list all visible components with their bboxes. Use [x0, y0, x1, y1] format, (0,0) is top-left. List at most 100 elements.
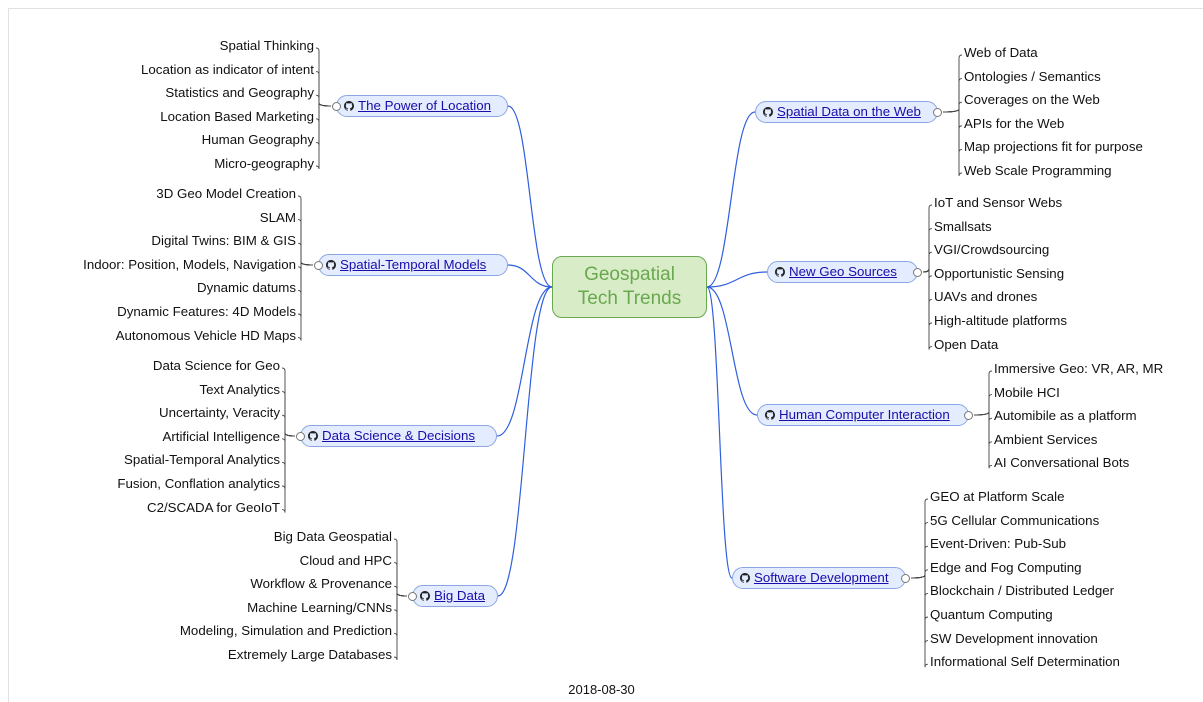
- branch-link-sources[interactable]: New Geo Sources: [789, 264, 897, 279]
- leaf-item[interactable]: Dynamic datums: [196, 280, 296, 296]
- branch-web[interactable]: Spatial Data on the Web: [755, 101, 942, 123]
- leaf-item[interactable]: APIs for the Web: [964, 115, 1065, 131]
- bracket-line: [393, 562, 408, 597]
- branch-dsd[interactable]: Data Science & Decisions: [296, 425, 497, 447]
- bracket-line: [315, 71, 332, 107]
- central-topic[interactable]: Geospatial Tech Trends: [552, 256, 707, 318]
- branch-stm[interactable]: Spatial-Temporal Models: [314, 254, 508, 276]
- leaf-item[interactable]: Dynamic Features: 4D Models: [117, 304, 296, 319]
- branch-link-hci[interactable]: Human Computer Interaction: [779, 407, 950, 422]
- leaf-item[interactable]: Artificial Intelligence: [162, 428, 280, 444]
- collapse-toggle[interactable]: [901, 574, 910, 583]
- collapse-toggle[interactable]: [408, 592, 417, 601]
- branch-hci[interactable]: Human Computer Interaction: [757, 404, 973, 426]
- connector-line: [706, 111, 756, 288]
- leaf-item[interactable]: Text Analytics: [199, 381, 280, 397]
- central-topic-line1: Geospatial: [584, 264, 675, 285]
- leaf-item[interactable]: Extremely Large Databases: [227, 647, 392, 662]
- leaf-item[interactable]: Human Geography: [201, 132, 314, 148]
- leaf-item[interactable]: Web Scale Programming: [964, 163, 1112, 178]
- branch-power[interactable]: The Power of Location: [332, 95, 508, 117]
- leaf-item[interactable]: Open Data: [934, 336, 999, 352]
- github-icon: [763, 107, 773, 117]
- bracket-line: [281, 432, 296, 513]
- leaf-item[interactable]: Blockchain / Distributed Ledger: [930, 583, 1115, 599]
- leaf-item[interactable]: C2/SCADA for GeoIoT: [146, 499, 280, 515]
- branch-sources[interactable]: New Geo Sources: [767, 261, 922, 283]
- leaf-item[interactable]: Workflow & Provenance: [250, 576, 392, 592]
- leaf-item[interactable]: UAVs and drones: [934, 289, 1038, 305]
- branch-bigdata[interactable]: Big Data: [408, 585, 498, 607]
- branch-link-web[interactable]: Spatial Data on the Web: [777, 104, 921, 119]
- branch-link-swdev[interactable]: Software Development: [754, 570, 889, 585]
- collapse-toggle[interactable]: [296, 432, 305, 441]
- leaf-item[interactable]: Modeling, Simulation and Prediction: [179, 623, 392, 639]
- branch-link-stm[interactable]: Spatial-Temporal Models: [340, 257, 487, 272]
- leaf-item[interactable]: 3D Geo Model Creation: [156, 186, 296, 201]
- central-topic-line2: Tech Trends: [577, 288, 682, 309]
- date-stamp: 2018-08-30: [568, 682, 635, 697]
- leaf-item[interactable]: Spatial Thinking: [219, 38, 314, 53]
- leaf-item[interactable]: Quantum Computing: [930, 607, 1053, 622]
- leaf-item[interactable]: Big Data Geospatial: [273, 529, 392, 544]
- bracket-line: [281, 367, 296, 437]
- leaf-item[interactable]: Mobile HCI: [994, 384, 1060, 400]
- leaf-item[interactable]: High-altitude platforms: [934, 313, 1068, 328]
- leaf-item[interactable]: Location as indicator of intent: [141, 61, 314, 77]
- leaf-item[interactable]: Uncertainty, Veracity: [159, 405, 280, 421]
- connector-line: [507, 105, 553, 288]
- bracket-line: [922, 228, 933, 273]
- bracket-line: [297, 195, 314, 266]
- branch-link-bigdata[interactable]: Big Data: [434, 588, 485, 603]
- leaf-item[interactable]: Automibile as a platform: [994, 408, 1137, 424]
- leaf-item[interactable]: Fusion, Conflation analytics: [117, 476, 280, 491]
- leaf-item[interactable]: SLAM: [259, 209, 296, 225]
- leaf-item[interactable]: Coverages on the Web: [964, 92, 1100, 108]
- github-icon: [344, 101, 354, 111]
- leaf-item[interactable]: Autonomous Vehicle HD Maps: [115, 327, 296, 343]
- branch-link-power[interactable]: The Power of Location: [358, 98, 492, 113]
- leaf-item[interactable]: Spatial-Temporal Analytics: [124, 452, 280, 468]
- collapse-toggle[interactable]: [964, 411, 973, 420]
- leaf-item[interactable]: Data Science for Geo: [152, 358, 280, 373]
- collapse-toggle[interactable]: [332, 102, 341, 111]
- bracket-line: [281, 432, 296, 466]
- leaf-item[interactable]: Indoor: Position, Models, Navigation: [83, 256, 296, 272]
- leaf-item[interactable]: Edge and Fog Computing: [930, 559, 1082, 575]
- bracket-line: [297, 261, 314, 294]
- branch-swdev[interactable]: Software Development: [732, 567, 910, 589]
- leaf-item[interactable]: Web of Data: [964, 45, 1038, 60]
- leaf-item[interactable]: 5G Cellular Communications: [930, 512, 1100, 528]
- leaf-item[interactable]: Informational Self Determination: [930, 654, 1120, 670]
- leaf-item[interactable]: SW Development innovation: [930, 630, 1098, 646]
- github-icon: [765, 410, 775, 420]
- connector-line: [706, 271, 768, 288]
- leaf-item[interactable]: Smallsats: [934, 218, 992, 234]
- collapse-toggle[interactable]: [314, 261, 323, 270]
- branch-link-dsd[interactable]: Data Science & Decisions: [322, 428, 475, 443]
- leaf-item[interactable]: Micro-geography: [214, 156, 314, 171]
- collapse-toggle[interactable]: [933, 108, 942, 117]
- leaf-item[interactable]: AI Conversational Bots: [994, 455, 1130, 471]
- leaf-item[interactable]: Map projections fit for purpose: [964, 139, 1143, 155]
- bracket-line: [315, 102, 332, 170]
- leaf-item[interactable]: Opportunistic Sensing: [934, 265, 1065, 281]
- collapse-toggle[interactable]: [913, 268, 922, 277]
- bracket-line: [297, 261, 314, 270]
- bracket-line: [297, 242, 314, 266]
- leaf-item[interactable]: Event-Driven: Pub-Sub: [930, 536, 1066, 552]
- leaf-item[interactable]: Machine Learning/CNNs: [247, 599, 392, 615]
- leaf-item[interactable]: GEO at Platform Scale: [930, 489, 1065, 504]
- connector-line: [496, 286, 553, 437]
- bracket-line: [281, 414, 296, 437]
- leaf-item[interactable]: Digital Twins: BIM & GIS: [151, 233, 296, 249]
- leaf-item[interactable]: Location Based Marketing: [160, 108, 314, 124]
- leaf-item[interactable]: Ontologies / Semantics: [964, 68, 1101, 84]
- leaf-item[interactable]: VGI/Crowdsourcing: [934, 242, 1050, 258]
- leaf-item[interactable]: Statistics and Geography: [165, 85, 314, 101]
- leaf-item[interactable]: Immersive Geo: VR, AR, MR: [994, 361, 1164, 376]
- leaf-item[interactable]: IoT and Sensor Webs: [934, 195, 1063, 210]
- leaf-item[interactable]: Cloud and HPC: [299, 552, 392, 568]
- leaf-item[interactable]: Ambient Services: [994, 431, 1098, 447]
